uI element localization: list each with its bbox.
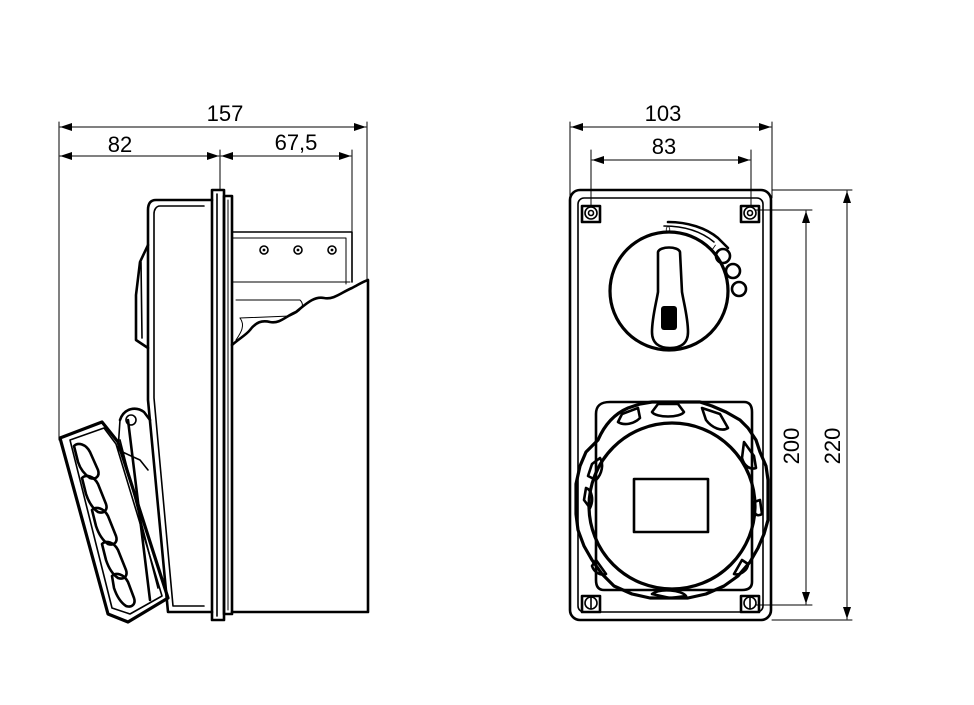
corner-screw-top-left bbox=[580, 204, 602, 224]
bracket-screw-2 bbox=[293, 245, 303, 255]
dim-label-67-5: 67,5 bbox=[275, 130, 318, 155]
bracket-screw-3 bbox=[327, 245, 337, 255]
switch-position-on: I bbox=[710, 243, 718, 253]
mounting-bracket bbox=[231, 231, 353, 285]
padlock-hole-3 bbox=[730, 280, 748, 298]
front-cover bbox=[146, 198, 214, 614]
socket-hinge bbox=[117, 407, 152, 471]
dim-label-220: 220 bbox=[820, 428, 845, 465]
socket-ring-outer bbox=[574, 400, 770, 600]
enclosure-frame bbox=[210, 188, 234, 622]
socket-cap bbox=[587, 421, 757, 591]
dim-label-157: 157 bbox=[207, 101, 244, 126]
front-view: 103 83 200 220 bbox=[568, 101, 853, 622]
corner-screw-bottom-right bbox=[739, 594, 761, 614]
switch-dial bbox=[608, 230, 730, 352]
socket-label-window bbox=[632, 477, 710, 534]
socket-front bbox=[574, 400, 770, 600]
side-dimensions: 157 82 67,5 bbox=[58, 101, 368, 441]
switch-position-off: 0 bbox=[665, 225, 670, 235]
dim-label-82: 82 bbox=[108, 132, 132, 157]
dim-label-83: 83 bbox=[652, 134, 676, 159]
front-enclosure bbox=[568, 188, 773, 622]
rotary-switch: 0 I bbox=[608, 220, 748, 352]
side-view: 157 82 67,5 bbox=[58, 101, 370, 624]
switch-handle bbox=[650, 246, 690, 350]
socket-ring-side bbox=[58, 418, 170, 624]
dim-label-103: 103 bbox=[645, 101, 682, 126]
rear-enclosure bbox=[230, 278, 370, 614]
padlock-hole-1 bbox=[714, 247, 732, 265]
padlock-hole-2 bbox=[724, 262, 742, 280]
corner-screw-bottom-left bbox=[580, 594, 602, 614]
front-dimensions: 103 83 200 220 bbox=[569, 101, 853, 621]
bracket-screw-1 bbox=[259, 245, 269, 255]
socket-housing bbox=[594, 400, 754, 592]
switch-knob-side bbox=[134, 243, 150, 350]
corner-screw-top-right bbox=[739, 204, 761, 224]
dim-label-200: 200 bbox=[779, 428, 804, 465]
